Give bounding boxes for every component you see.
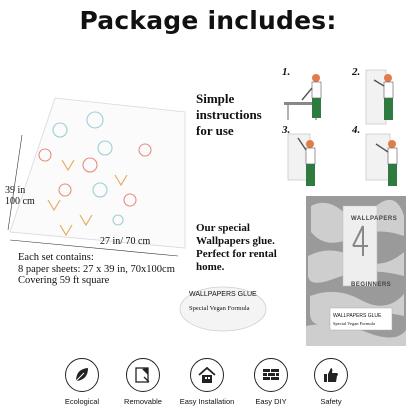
feature-label: Easy DIY bbox=[255, 397, 287, 406]
contents-sheets: 8 paper sheets: 27 x 39 in, 70x100cm bbox=[18, 263, 175, 275]
sheet-height-cm: 100 cm bbox=[5, 196, 35, 207]
feature-easy-installation: Easy Installation bbox=[172, 358, 242, 406]
glue-label: Our special Wallpapers glue. Perfect for… bbox=[196, 222, 316, 274]
instructions-line-1: Simple bbox=[196, 91, 235, 106]
glue-line-3: Perfect for rental bbox=[196, 248, 277, 260]
feature-label: Safety bbox=[320, 397, 342, 406]
feature-safety: Safety bbox=[296, 358, 366, 406]
page-title: Package includes: bbox=[79, 6, 337, 35]
contents-heading: Each set contains: bbox=[18, 252, 94, 263]
brick-wall-icon bbox=[254, 358, 288, 392]
instructions-line-3: for use bbox=[196, 123, 234, 138]
wallpaper-sheet-illustration bbox=[7, 95, 190, 257]
leaf-icon bbox=[65, 358, 99, 392]
house-icon bbox=[190, 358, 224, 392]
instruction-illustrations bbox=[284, 69, 398, 186]
feature-label: Ecological bbox=[64, 397, 100, 406]
floral-pattern bbox=[38, 111, 152, 237]
set-contents: Each set contains: 8 paper sheets: 27 x … bbox=[18, 252, 208, 287]
lid-subtitle: Special Vegan Formula bbox=[189, 305, 250, 312]
feature-label: Easy Installation bbox=[179, 397, 235, 406]
feature-icons-row: Ecological Removable Easy Installation E… bbox=[0, 358, 416, 416]
feature-easy-diy: Easy DIY bbox=[236, 358, 306, 406]
step-3-illustration bbox=[287, 133, 316, 186]
step-2-number: 2. bbox=[352, 66, 361, 78]
sheet-width-label: 27 in/ 70 cm bbox=[100, 236, 151, 247]
step-1-illustration bbox=[284, 74, 322, 120]
instructions-label: Simple instructions for use bbox=[196, 91, 286, 139]
box-spine-top: WALLPAPERS bbox=[351, 216, 398, 222]
sheet-height-in: 39 in bbox=[5, 185, 26, 196]
glue-line-4: home. bbox=[196, 261, 225, 273]
thumbs-up-icon bbox=[314, 358, 348, 392]
feature-label: Removable bbox=[124, 397, 162, 406]
step-4-number: 4. bbox=[352, 124, 361, 136]
step-4-illustration bbox=[365, 133, 398, 186]
sheet-height-label: 39 in 100 cm bbox=[5, 185, 35, 207]
step-2-illustration bbox=[365, 69, 394, 125]
instructions-line-2: instructions bbox=[196, 107, 262, 122]
lid-brand: WALLPAPERS GLUE bbox=[189, 291, 257, 298]
glue-line-1: Our special bbox=[196, 222, 250, 234]
glue-package-lid bbox=[179, 286, 267, 332]
wallpaper-sheet: 39 in 100 cm 27 in/ 70 cm bbox=[0, 90, 190, 260]
contents-coverage: Covering 59 ft square bbox=[18, 275, 110, 286]
feature-ecological: Ecological bbox=[47, 358, 117, 406]
glue-box bbox=[306, 196, 406, 346]
peel-icon bbox=[126, 358, 160, 392]
box-subtitle: Special Vegan Formula bbox=[333, 321, 375, 326]
box-spine-bottom: BEGINNERS bbox=[351, 282, 392, 288]
instruction-steps: 1. 2. 3. 4. bbox=[278, 64, 414, 192]
step-1-number: 1. bbox=[282, 66, 291, 78]
box-brand: WALLPAPERS GLUE bbox=[333, 313, 382, 319]
glue-line-2: Wallpapers glue. bbox=[196, 235, 275, 247]
feature-removable: Removable bbox=[108, 358, 178, 406]
step-3-number: 3. bbox=[282, 124, 291, 136]
